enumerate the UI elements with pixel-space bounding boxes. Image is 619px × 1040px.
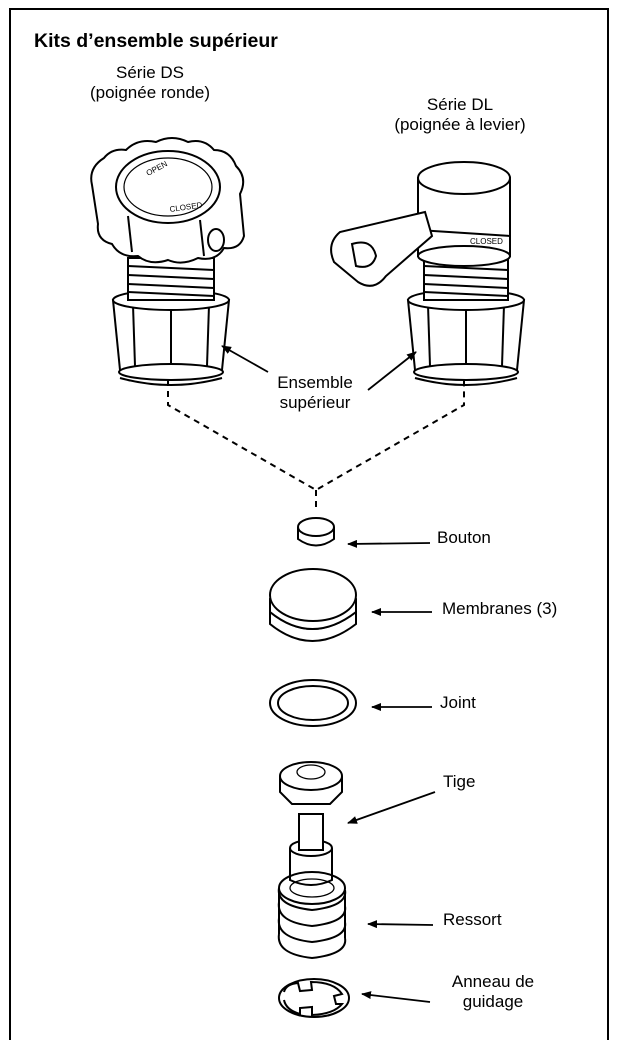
- ds-valve-illustration: OPEN CLOSED: [90, 137, 246, 386]
- joint-part: [269, 679, 357, 727]
- tige-arrow: [347, 791, 436, 824]
- ressort-arrow: [367, 920, 434, 929]
- lever-closed-marking: CLOSED: [470, 237, 503, 246]
- part-label-anneau-line1: Anneau de: [451, 972, 535, 991]
- figure-border: [9, 8, 609, 1040]
- dashed-connector: [167, 380, 465, 512]
- figure-title: Kits d’ensemble supérieur: [34, 30, 278, 52]
- ds-series-label: Série DS (poignée ronde): [75, 63, 225, 104]
- assembly-arrow-left: [221, 345, 269, 373]
- ressort-part: [277, 871, 347, 960]
- part-label-bouton: Bouton: [437, 528, 491, 547]
- tige-part: [279, 761, 343, 886]
- bouton-arrow: [347, 539, 431, 548]
- part-label-anneau-line2: guidage: [462, 992, 524, 1012]
- membranes-part: [269, 568, 357, 642]
- ds-series-desc: (poignée ronde): [89, 83, 211, 103]
- part-label-joint: Joint: [440, 693, 476, 712]
- part-label-ressort: Ressort: [443, 910, 502, 929]
- anneau-part: [278, 978, 350, 1018]
- assembly-label-line2: supérieur: [279, 393, 351, 413]
- part-label-membranes: Membranes (3): [442, 599, 558, 618]
- dl-valve-illustration: CLOSED: [330, 161, 526, 386]
- dl-series-name: Série DL: [426, 95, 494, 114]
- part-label-tige: Tige: [443, 772, 476, 791]
- assembly-label-line1: Ensemble: [277, 373, 353, 392]
- dl-series-desc: (poignée à levier): [394, 115, 526, 135]
- ds-series-name: Série DS: [115, 63, 185, 82]
- assembly-arrow-right: [367, 351, 417, 391]
- part-label-anneau: Anneau de guidage: [438, 972, 548, 1013]
- dl-series-label: Série DL (poignée à levier): [370, 95, 550, 136]
- anneau-arrow: [361, 991, 431, 1003]
- assembly-label: Ensemble supérieur: [255, 373, 375, 414]
- bouton-part: [297, 517, 335, 547]
